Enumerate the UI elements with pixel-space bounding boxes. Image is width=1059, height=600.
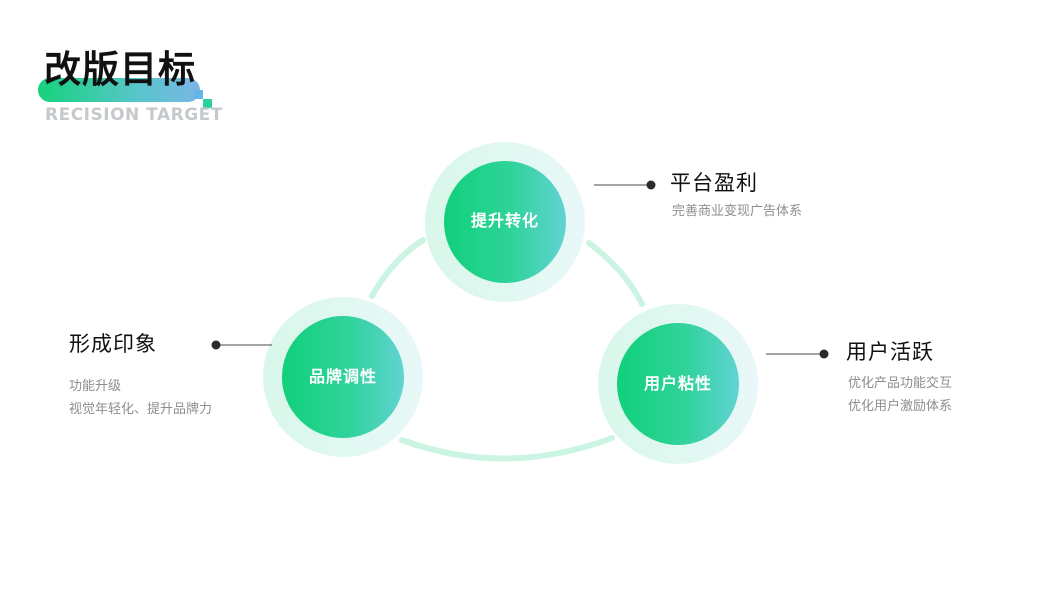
header-accent-square — [203, 99, 212, 108]
callout-top-right — [594, 180, 656, 190]
node-left-label: 品牌调性 — [308, 367, 377, 386]
callout-right — [766, 349, 829, 359]
node-top-label: 提升转化 — [470, 211, 539, 230]
node-top — [425, 142, 585, 302]
goal-title-platform-profit: 平台盈利 — [670, 171, 758, 195]
header-accent-square — [203, 90, 212, 99]
page-title: 改版目标 — [44, 48, 196, 91]
goal-title-user-activity: 用户活跃 — [846, 340, 934, 364]
goal-desc-line: 优化产品功能交互 — [848, 376, 953, 391]
node-right — [598, 304, 758, 464]
node-left — [263, 297, 423, 457]
goal-title-brand-impression: 形成印象 — [69, 332, 157, 356]
callout-left — [211, 340, 272, 350]
goal-desc-line: 视觉年轻化、提升品牌力 — [69, 402, 213, 417]
page-subtitle: RECISION TARGET — [45, 105, 223, 125]
connector-arc — [369, 237, 426, 299]
node-right-label: 用户粘性 — [643, 374, 712, 393]
header-accent-bar — [38, 78, 200, 102]
connector-arc — [399, 435, 615, 462]
goal-desc-line: 功能升级 — [69, 379, 122, 394]
goal-desc-line: 完善商业变现广告体系 — [672, 204, 803, 219]
header-accent-square — [194, 90, 203, 99]
goal-desc-line: 优化用户激励体系 — [848, 399, 953, 414]
connector-arc — [586, 240, 645, 307]
